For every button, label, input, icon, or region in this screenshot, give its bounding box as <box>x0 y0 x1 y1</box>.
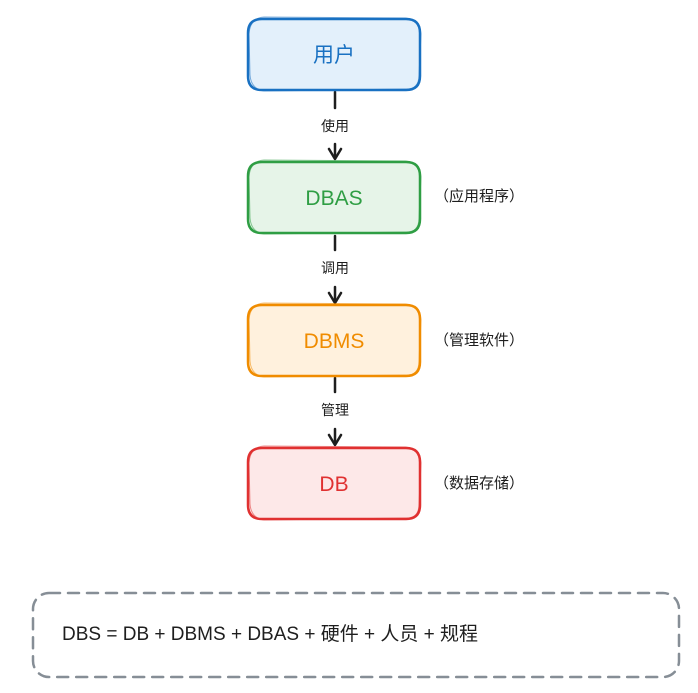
node-sketch-stroke <box>248 302 422 378</box>
node-label: DBMS <box>304 330 365 353</box>
formula-border <box>31 591 681 679</box>
arrowhead-icon <box>327 291 343 305</box>
edge-label-background <box>312 396 358 426</box>
arrowhead-icon <box>327 147 343 161</box>
formula-text: DBS = DB + DBMS + DBAS + 硬件 + 人员 + 规程 <box>62 623 478 645</box>
node-label: DB <box>319 473 348 496</box>
arrowhead-icon <box>327 433 343 447</box>
formula-box: DBS = DB + DBMS + DBAS + 硬件 + 人员 + 规程 <box>31 591 681 679</box>
edge-label: 管理 <box>321 403 349 419</box>
node-user: 用户 <box>246 16 422 92</box>
edge-user-to-dbas: 使用 <box>312 90 358 161</box>
node-label: DBAS <box>305 187 362 210</box>
node-annotation: （数据存储） <box>434 474 524 492</box>
node-sketch-stroke <box>248 159 422 235</box>
node-db: DB <box>246 445 422 521</box>
node-annotation: （管理软件） <box>434 331 524 349</box>
edge-label: 使用 <box>321 118 349 135</box>
edge-label: 调用 <box>321 261 349 277</box>
edge-label-background <box>312 254 358 284</box>
edge-label-background <box>312 112 358 142</box>
node-dbas: DBAS <box>246 159 422 235</box>
edge-dbms-to-db: 管理 <box>312 376 358 447</box>
node-sketch-stroke <box>248 16 422 92</box>
node-annotation: （应用程序） <box>434 187 524 205</box>
node-dbms: DBMS <box>246 302 422 378</box>
node-sketch-stroke <box>248 445 422 521</box>
edge-dbas-to-dbms: 调用 <box>312 234 358 305</box>
node-label: 用户 <box>313 44 355 67</box>
